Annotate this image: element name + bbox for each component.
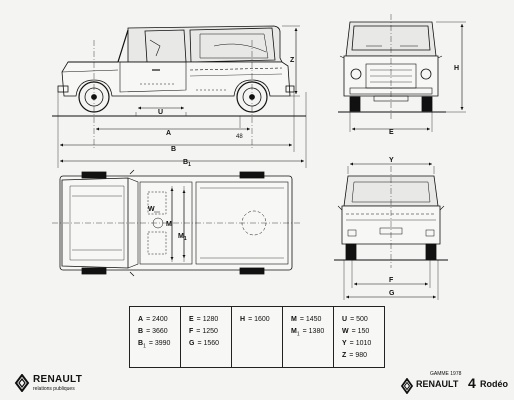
model-brand: RENAULT (416, 379, 459, 389)
dim-label-b1: B1 (183, 159, 191, 168)
spec-key: M (291, 316, 297, 323)
dim-label-z: Z (290, 57, 295, 64)
spec-key: U (342, 316, 348, 323)
dim-label-f: F (389, 277, 394, 284)
spec-row: U= 500 (342, 314, 384, 326)
spec-value: = 2400 (146, 316, 168, 323)
dim-label-e: E (389, 129, 394, 136)
side-view-dimensions (60, 28, 304, 163)
spec-key: H (240, 316, 246, 323)
model-block: GAMME 1978 RENAULT 4 Rodéo (400, 371, 510, 397)
spec-key: E (189, 316, 194, 323)
spec-row: M= 1450 (291, 314, 333, 326)
dim-label-h: H (454, 65, 459, 72)
renault-logo (400, 378, 414, 394)
spec-row: H= 1600 (240, 314, 282, 326)
spec-row: M1= 1380 (291, 326, 333, 338)
spec-key-sub: 1 (296, 331, 300, 338)
dim-label-48: 48 (236, 134, 243, 140)
dim-label-w: W (148, 206, 155, 213)
top-view (52, 169, 300, 277)
spec-key: B (138, 340, 144, 347)
renault-logo (14, 374, 30, 392)
dim-label-b: B (171, 146, 176, 153)
spec-key: A (138, 316, 144, 323)
dim-label-m1: M1 (178, 233, 187, 242)
brand-subtitle: relations publiques (33, 386, 75, 392)
spec-value: = 1600 (248, 316, 270, 323)
spec-row: G= 1560 (189, 338, 231, 350)
spec-value: = 500 (350, 316, 368, 323)
spec-value: = 1450 (299, 316, 322, 323)
spec-key: Y (342, 340, 347, 347)
front-view-dimensions (352, 24, 464, 131)
spec-row: B1= 3990 (138, 338, 180, 350)
spec-row: B= 3660 (138, 326, 180, 338)
spec-row: Y= 1010 (342, 338, 384, 350)
spec-key: F (189, 328, 194, 335)
spec-value: = 1280 (196, 316, 219, 323)
spec-key: W (342, 328, 349, 335)
spec-key: Z (342, 352, 347, 359)
spec-row: W= 150 (342, 326, 384, 338)
spec-value: = 1250 (196, 328, 218, 335)
rear-view-dimensions (346, 162, 436, 299)
spec-value: = 3660 (146, 328, 168, 335)
top-view-dimensions (154, 188, 186, 260)
side-view (52, 25, 307, 168)
model-range-label: GAMME 1978 (430, 371, 462, 377)
model-name: Rodéo (480, 379, 508, 389)
spec-row: Z= 980 (342, 350, 384, 362)
dim-label-m: M (166, 221, 172, 228)
dim-label-u: U (158, 109, 163, 116)
spec-column: H= 1600 (232, 307, 283, 367)
spec-row: F= 1250 (189, 326, 231, 338)
spec-value: = 1380 (302, 328, 325, 335)
spec-row: E= 1280 (189, 314, 231, 326)
spec-value: = 150 (351, 328, 370, 335)
spec-value: = 980 (349, 352, 367, 359)
spec-value: = 1010 (349, 340, 372, 347)
spec-key-sub: 1 (143, 343, 146, 350)
spec-key: G (189, 340, 195, 347)
spec-value: = 3990 (148, 340, 171, 347)
brand-name: RENAULT (33, 374, 83, 385)
spec-row: A= 2400 (138, 314, 180, 326)
spec-key: B (138, 328, 144, 335)
dim-label-g: G (389, 290, 395, 297)
rear-view (334, 166, 448, 300)
front-view (338, 14, 466, 132)
spec-key: M (291, 328, 297, 335)
spec-value: = 1560 (197, 340, 220, 347)
dim-label-y: Y (389, 157, 394, 164)
dim-label-a: A (166, 130, 171, 137)
model-number: 4 (468, 375, 476, 391)
